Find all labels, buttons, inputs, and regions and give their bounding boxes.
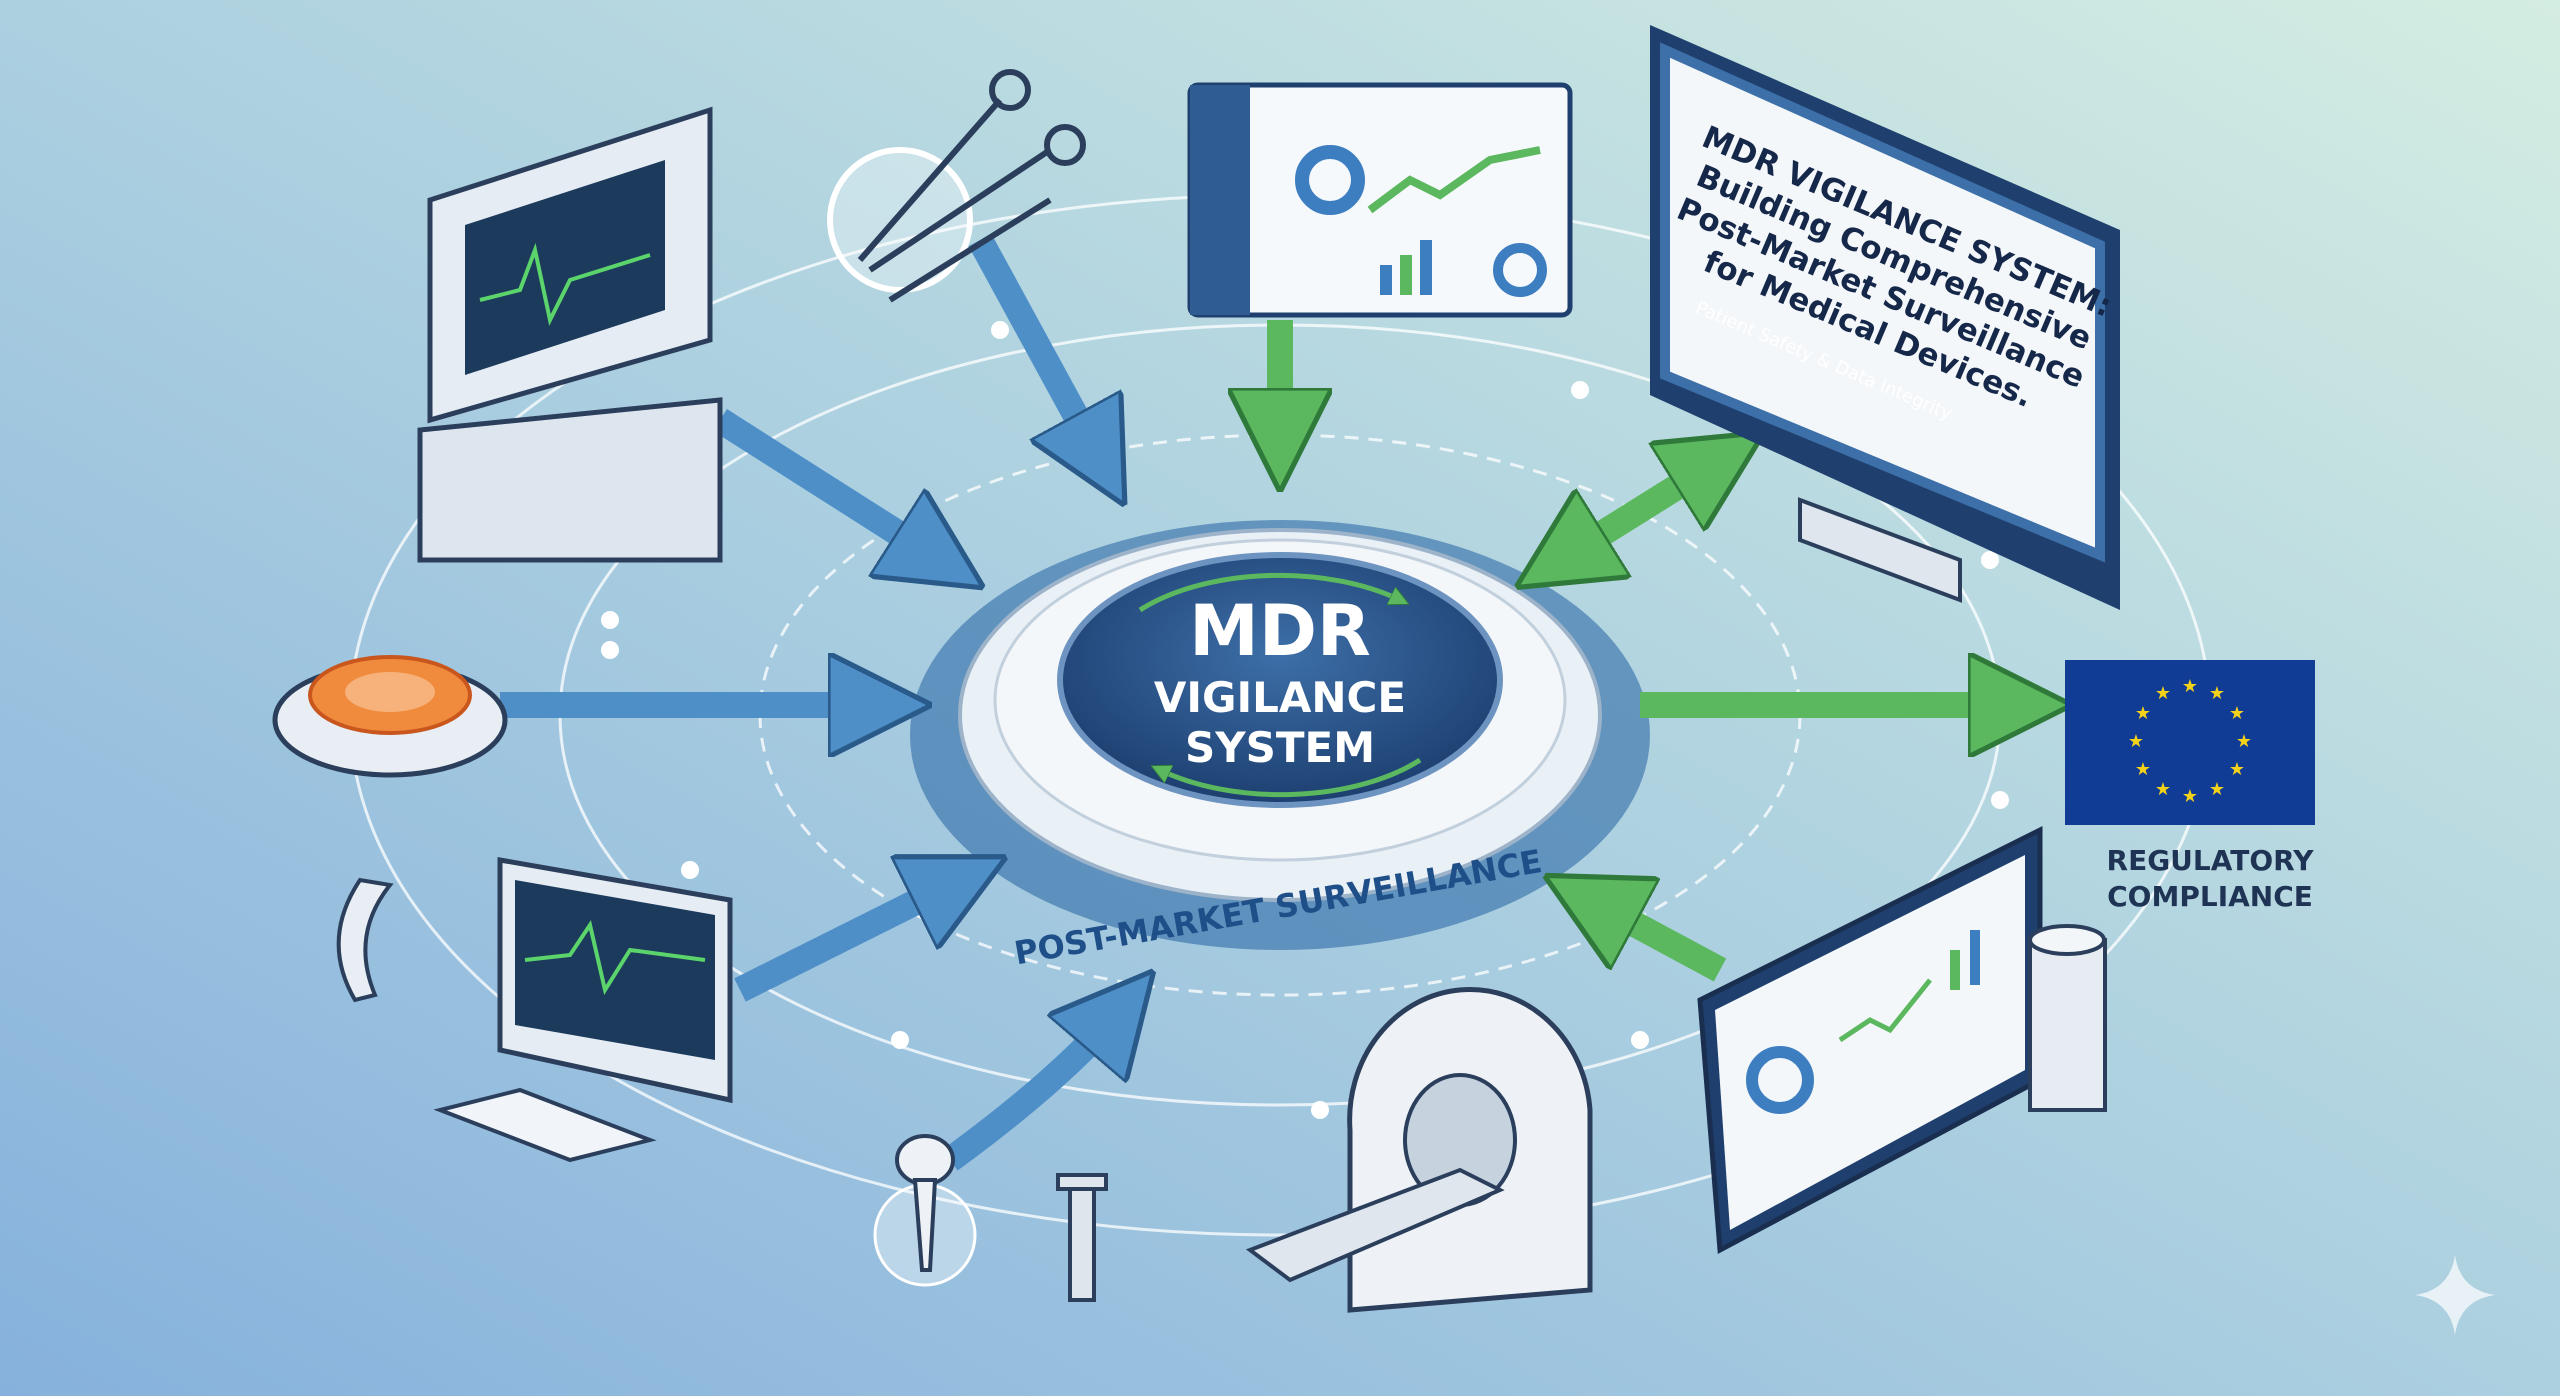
svg-text:★: ★ bbox=[2182, 676, 2198, 697]
arrow-from-workstation bbox=[734, 880, 960, 1002]
regulatory-label-line-1: REGULATORY bbox=[2107, 844, 2315, 877]
orthopedic-implants-icon bbox=[873, 1134, 1108, 1302]
hub-title-mdr: MDR bbox=[1189, 590, 1371, 672]
workstation-icon bbox=[336, 857, 733, 1163]
eu-flag-icon: ★★★★ ★★★★ ★★★★ bbox=[2065, 660, 2315, 825]
implant-device-icon bbox=[272, 655, 508, 778]
svg-text:★: ★ bbox=[2135, 703, 2151, 724]
central-hub: MDR VIGILANCE SYSTEM POST-MARKET SURVEIL… bbox=[910, 520, 1650, 972]
svg-text:★: ★ bbox=[2182, 786, 2198, 807]
network-nodes bbox=[601, 321, 2009, 1119]
surgical-tools-icon bbox=[827, 69, 1086, 303]
input-arrows bbox=[500, 233, 1120, 1171]
patient-monitor-icon bbox=[417, 106, 723, 563]
svg-text:★: ★ bbox=[2229, 703, 2245, 724]
arrow-from-implants bbox=[942, 1010, 1120, 1171]
svg-text:★: ★ bbox=[2209, 683, 2225, 704]
mri-scanner-icon bbox=[1245, 987, 1593, 1313]
arrow-from-analytics bbox=[1590, 900, 1727, 982]
arrow-bidirectional-monitor bbox=[1560, 460, 1720, 560]
hub-title-vigilance: VIGILANCE bbox=[1154, 673, 1406, 722]
svg-text:★: ★ bbox=[2229, 759, 2245, 780]
dashboard-window bbox=[1187, 82, 1573, 318]
sparkle-icon bbox=[2415, 1255, 2495, 1335]
database-icon bbox=[2028, 924, 2107, 1112]
hub-title-system: SYSTEM bbox=[1185, 723, 1375, 772]
svg-text:★: ★ bbox=[2128, 731, 2144, 752]
svg-text:★: ★ bbox=[2155, 683, 2171, 704]
regulatory-label-line-2: COMPLIANCE bbox=[2107, 880, 2313, 913]
svg-text:★: ★ bbox=[2135, 759, 2151, 780]
output-arrows bbox=[1280, 320, 2020, 982]
svg-text:★: ★ bbox=[2209, 779, 2225, 800]
arrow-from-surgical-tools bbox=[968, 233, 1100, 460]
svg-text:★: ★ bbox=[2236, 731, 2252, 752]
arrow-from-patient-monitor bbox=[713, 409, 940, 560]
svg-text:★: ★ bbox=[2155, 779, 2171, 800]
analytics-monitor-icon bbox=[1697, 825, 2107, 1254]
